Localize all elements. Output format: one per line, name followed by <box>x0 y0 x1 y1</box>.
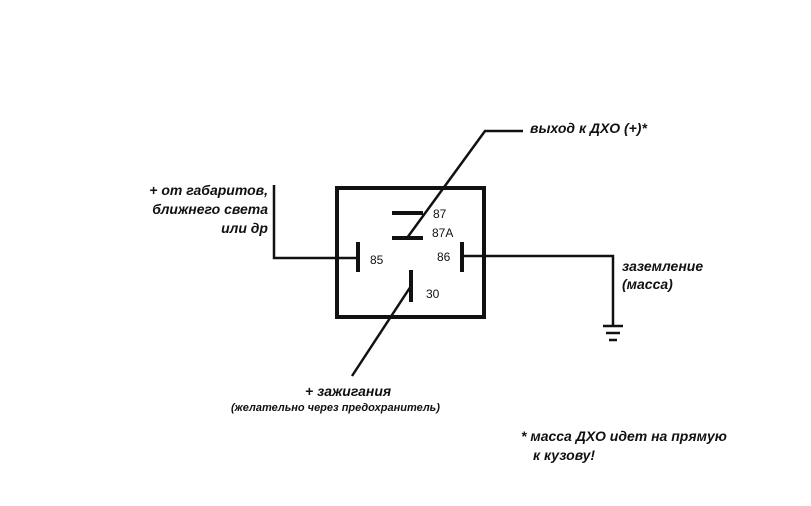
pin-86-label: 86 <box>437 250 451 264</box>
pin-87a-label: 87A <box>432 226 454 240</box>
relay-body <box>335 186 486 319</box>
ground-icon <box>603 324 623 342</box>
output-label: выход к ДХО (+)* <box>530 120 647 136</box>
wire-ignition <box>350 285 413 377</box>
source-label-line1: + от габаритов, <box>149 182 268 198</box>
wire-ground <box>462 254 615 326</box>
source-label-line2: ближнего света <box>152 201 268 217</box>
footnote-line1: * масса ДХО идет на прямую <box>521 428 727 444</box>
ignition-label: + зажигания <box>305 383 392 399</box>
wire-output <box>405 129 523 239</box>
footnote-line2: к кузову! <box>533 447 596 463</box>
pin-87-label: 87 <box>433 207 447 221</box>
pin-30-label: 30 <box>426 287 440 301</box>
ground-label-line2: (масса) <box>622 276 673 292</box>
pin-85-label: 85 <box>370 253 384 267</box>
ignition-note: (желательно через предохранитель) <box>231 402 440 414</box>
source-label-line3: или др <box>221 220 268 236</box>
ground-label-line1: заземление <box>622 258 704 274</box>
wire-source <box>272 185 358 260</box>
